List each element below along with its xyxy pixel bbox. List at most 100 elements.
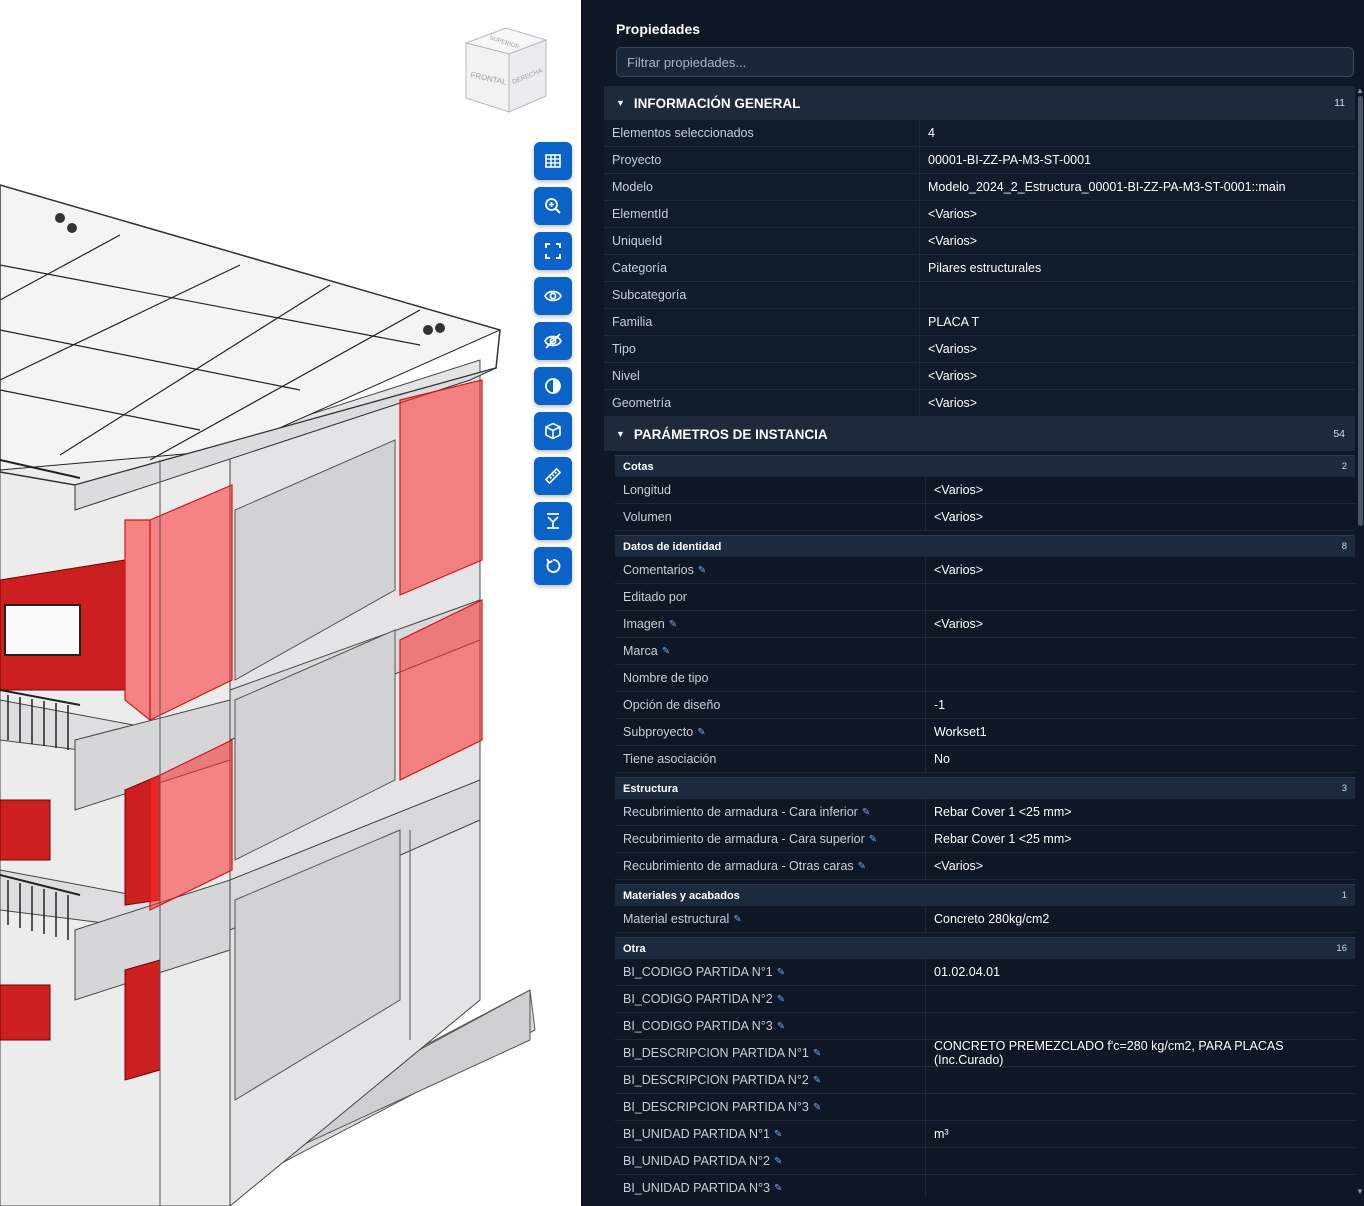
property-row[interactable]: Imagen✎<Varios> bbox=[615, 611, 1355, 638]
property-value: PLACA T bbox=[928, 315, 980, 329]
property-key: BI_UNIDAD PARTIDA N°1 bbox=[623, 1127, 770, 1141]
panel-divider[interactable] bbox=[581, 0, 589, 1206]
group-count: 1 bbox=[1341, 890, 1347, 901]
property-value: Rebar Cover 1 <25 mm> bbox=[934, 805, 1072, 819]
property-key: Material estructural bbox=[623, 912, 730, 926]
view-cube[interactable]: SUPERIOR FRONTAL DERECHA bbox=[462, 26, 552, 116]
property-row[interactable]: BI_DESCRIPCION PARTIDA N°3✎ bbox=[615, 1094, 1355, 1121]
property-row[interactable]: Marca✎ bbox=[615, 638, 1355, 665]
scroll-thumb[interactable] bbox=[1358, 96, 1363, 526]
property-row[interactable]: UniqueId<Varios> bbox=[604, 228, 1355, 255]
property-key-cell: Recubrimiento de armadura - Cara superio… bbox=[615, 826, 926, 852]
cube-button[interactable] bbox=[534, 412, 572, 450]
group-count: 2 bbox=[1341, 461, 1347, 472]
group-label: Materiales y acabados bbox=[623, 889, 740, 902]
property-key-cell: BI_UNIDAD PARTIDA N°3✎ bbox=[615, 1175, 926, 1196]
property-row[interactable]: Tipo<Varios> bbox=[604, 336, 1355, 363]
property-row[interactable]: Geometría<Varios> bbox=[604, 390, 1355, 417]
isolate-button[interactable] bbox=[534, 367, 572, 405]
property-row[interactable]: BI_UNIDAD PARTIDA N°3✎ bbox=[615, 1175, 1355, 1196]
property-row[interactable]: BI_DESCRIPCION PARTIDA N°2✎ bbox=[615, 1067, 1355, 1094]
reset-button[interactable] bbox=[534, 547, 572, 585]
property-row[interactable]: ElementId<Varios> bbox=[604, 201, 1355, 228]
property-row[interactable]: Recubrimiento de armadura - Cara superio… bbox=[615, 826, 1355, 853]
group-label: Cotas bbox=[623, 460, 654, 473]
property-key: BI_UNIDAD PARTIDA N°3 bbox=[623, 1181, 770, 1195]
property-row[interactable]: BI_UNIDAD PARTIDA N°1✎m³ bbox=[615, 1121, 1355, 1148]
property-key-cell: Editado por bbox=[615, 584, 926, 610]
zoom-icon bbox=[545, 198, 561, 214]
property-row[interactable]: Subcategoría bbox=[604, 282, 1355, 309]
property-row[interactable]: BI_CODIGO PARTIDA N°2✎ bbox=[615, 986, 1355, 1013]
section-button[interactable] bbox=[534, 502, 572, 540]
editable-pencil-icon: ✎ bbox=[776, 1020, 786, 1032]
editable-pencil-icon: ✎ bbox=[697, 564, 707, 576]
property-value bbox=[926, 1148, 1355, 1174]
property-row[interactable]: Editado por bbox=[615, 584, 1355, 611]
show-button[interactable] bbox=[534, 277, 572, 315]
properties-panel: Propiedades ▼ INFORMACIÓN GENERAL 11 Ele… bbox=[589, 0, 1364, 1206]
section-general-header[interactable]: ▼ INFORMACIÓN GENERAL 11 bbox=[604, 86, 1355, 120]
property-value: m³ bbox=[934, 1127, 949, 1141]
property-value: Concreto 280kg/cm2 bbox=[934, 912, 1050, 926]
property-row[interactable]: Subproyecto✎Workset1 bbox=[615, 719, 1355, 746]
property-key-cell: BI_CODIGO PARTIDA N°3✎ bbox=[615, 1013, 926, 1039]
group-header[interactable]: Materiales y acabados 1 bbox=[615, 884, 1355, 906]
property-row[interactable]: Volumen<Varios> bbox=[615, 504, 1355, 531]
property-value: Modelo_2024_2_Estructura_00001-BI-ZZ-PA-… bbox=[928, 180, 1286, 194]
collapse-triangle-icon: ▼ bbox=[616, 98, 625, 108]
property-key: BI_DESCRIPCION PARTIDA N°3 bbox=[623, 1100, 809, 1114]
property-row[interactable]: BI_DESCRIPCION PARTIDA N°1✎CONCRETO PREM… bbox=[615, 1039, 1355, 1067]
property-row[interactable]: BI_CODIGO PARTIDA N°1✎ 01.02.04.01 bbox=[615, 959, 1355, 986]
contrast-icon bbox=[545, 378, 561, 394]
property-row[interactable]: BI_CODIGO PARTIDA N°3✎ bbox=[615, 1013, 1355, 1040]
property-key: UniqueId bbox=[604, 228, 920, 254]
editable-pencil-icon: ✎ bbox=[773, 1182, 783, 1194]
property-row[interactable]: Opción de diseño-1 bbox=[615, 692, 1355, 719]
editable-pencil-icon: ✎ bbox=[776, 993, 786, 1005]
hide-button[interactable] bbox=[534, 322, 572, 360]
property-row[interactable]: Material estructural✎Concreto 280kg/cm2 bbox=[615, 906, 1355, 933]
property-row[interactable]: Nivel<Varios> bbox=[604, 363, 1355, 390]
property-key-cell: BI_CODIGO PARTIDA N°1✎ bbox=[615, 959, 926, 985]
property-row[interactable]: BI_UNIDAD PARTIDA N°2✎ bbox=[615, 1148, 1355, 1175]
editable-pencil-icon: ✎ bbox=[812, 1074, 822, 1086]
property-value: <Varios> bbox=[934, 563, 984, 577]
property-key: Marca bbox=[623, 644, 658, 658]
property-key: Tiene asociación bbox=[623, 752, 717, 766]
scroll-up-icon[interactable]: ▲ bbox=[1356, 86, 1364, 95]
3d-viewer[interactable]: SUPERIOR FRONTAL DERECHA bbox=[0, 0, 581, 1206]
scroll-down-icon[interactable]: ▼ bbox=[1356, 1187, 1364, 1196]
property-row[interactable]: Comentarios✎<Varios> bbox=[615, 557, 1355, 584]
property-key: Volumen bbox=[623, 510, 672, 524]
fit-view-button[interactable] bbox=[534, 232, 572, 270]
property-key: BI_DESCRIPCION PARTIDA N°2 bbox=[623, 1073, 809, 1087]
property-row[interactable]: Recubrimiento de armadura - Otras caras✎… bbox=[615, 853, 1355, 880]
zoom-button[interactable] bbox=[534, 187, 572, 225]
section-instance-header[interactable]: ▼ PARÁMETROS DE INSTANCIA 54 bbox=[604, 417, 1355, 451]
property-key: Nivel bbox=[604, 363, 920, 389]
building-model[interactable] bbox=[0, 0, 581, 1206]
group-header[interactable]: Cotas 2 bbox=[615, 455, 1355, 477]
property-row[interactable]: Nombre de tipo bbox=[615, 665, 1355, 692]
properties-list[interactable]: ▼ INFORMACIÓN GENERAL 11 Elementos selec… bbox=[604, 86, 1355, 1196]
property-key: Tipo bbox=[604, 336, 920, 362]
filter-input[interactable] bbox=[616, 47, 1354, 77]
grid-button[interactable] bbox=[534, 142, 572, 180]
scrollbar[interactable]: ▲ ▼ bbox=[1356, 86, 1364, 1196]
editable-pencil-icon: ✎ bbox=[812, 1101, 822, 1113]
measure-button[interactable] bbox=[534, 457, 572, 495]
property-row[interactable]: Recubrimiento de armadura - Cara inferio… bbox=[615, 799, 1355, 826]
property-value: <Varios> bbox=[934, 859, 984, 873]
property-value: 01.02.04.01 bbox=[934, 965, 1001, 979]
property-row[interactable]: Longitud<Varios> bbox=[615, 477, 1355, 504]
